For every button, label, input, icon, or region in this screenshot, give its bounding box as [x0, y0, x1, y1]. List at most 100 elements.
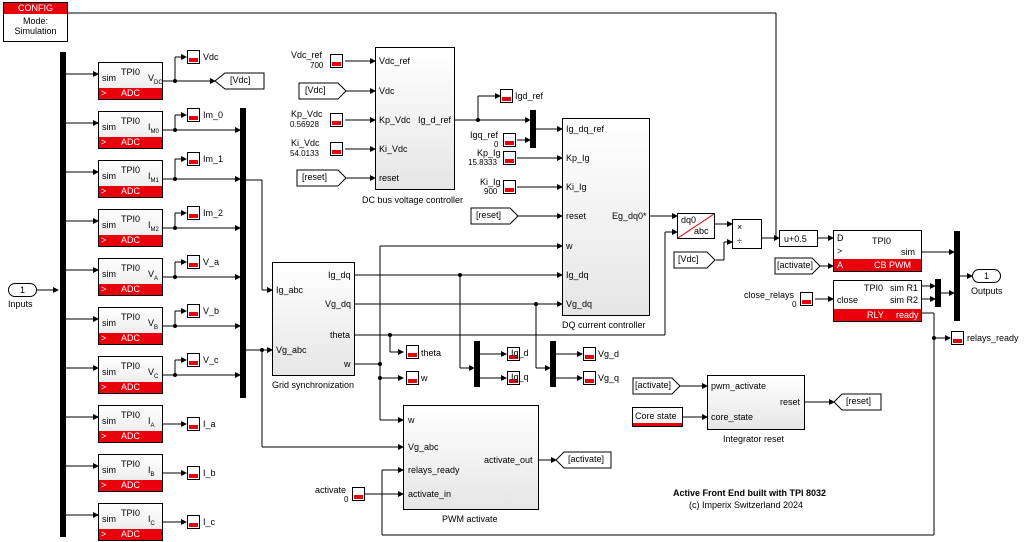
adc-var-label: IA	[148, 416, 155, 429]
from-activate-tag[interactable]	[774, 257, 822, 275]
igd-ref-probe[interactable]	[500, 89, 513, 103]
dq-in-ig-dq-ref: Ig_dq_ref	[566, 124, 605, 134]
adc-var-label: VC	[148, 367, 159, 380]
adc-probe[interactable]	[187, 466, 200, 480]
kp-ig-value: 15.8333	[468, 158, 497, 167]
goto-activate-tag[interactable]	[556, 451, 612, 469]
goto-reset-tag[interactable]	[834, 393, 882, 411]
adc-probe-label: I_a	[203, 419, 216, 429]
vdc-ref-constant[interactable]	[330, 54, 343, 68]
ig-dq-ref-mux[interactable]	[530, 110, 536, 148]
relay-block[interactable]: TPI0 sim R1 close sim R2 RLY ready	[833, 280, 922, 322]
adc-probe[interactable]	[187, 206, 200, 220]
input-bus-selector[interactable]	[60, 52, 66, 537]
ki-ig-label: Ki_Ig	[480, 177, 501, 187]
adc-probe[interactable]	[187, 108, 200, 122]
divide-block[interactable]: × ÷	[732, 219, 762, 249]
vg-dq-demux[interactable]	[550, 341, 556, 387]
dq-in-ki-ig: Ki_Ig	[566, 182, 587, 192]
from-vdc-tag-2[interactable]	[673, 251, 717, 269]
core-state-label: Core state	[635, 411, 677, 421]
bias-block[interactable]: u+0.5	[779, 230, 818, 247]
adc-probe[interactable]	[187, 152, 200, 166]
core-state-block[interactable]: Core state	[632, 407, 683, 427]
config-block[interactable]: CONFIG Mode: Simulation	[3, 2, 68, 42]
w-probe[interactable]	[406, 371, 419, 385]
adc-tpi-label: TPI0	[121, 165, 141, 175]
relay-tpi: TPI0	[864, 283, 884, 293]
from-reset-tag-2[interactable]	[470, 207, 520, 225]
adc-sim-label: sim	[102, 73, 116, 83]
vg-d-probe[interactable]	[583, 347, 596, 361]
adc-probe[interactable]	[187, 50, 200, 64]
from-reset-tag[interactable]	[296, 169, 348, 187]
relay-mux[interactable]	[935, 279, 941, 307]
kp-vdc-constant[interactable]	[330, 113, 343, 127]
adc-probe-label: Vdc	[203, 52, 219, 62]
ki-vdc-constant[interactable]	[330, 142, 343, 156]
dq-in-reset: reset	[566, 211, 587, 221]
from-vdc-tag[interactable]	[298, 82, 348, 100]
adc-sim-label: sim	[102, 514, 116, 524]
grid-synchronization-block[interactable]	[272, 262, 355, 376]
relays-ready-probe[interactable]	[951, 331, 964, 345]
adc-var-label: IM2	[148, 220, 159, 233]
output-bus-creator[interactable]	[954, 231, 960, 321]
adc-footer: ADC	[120, 529, 140, 539]
theta-probe[interactable]	[406, 345, 419, 359]
ig-d-probe[interactable]	[507, 347, 520, 361]
activate-constant[interactable]	[352, 487, 365, 501]
kp-vdc-label: Kp_Vdc	[291, 109, 323, 119]
measurement-bus-creator[interactable]	[240, 108, 246, 398]
grid-sync-in-ig-abc: Ig_abc	[276, 285, 304, 295]
igq-ref-constant[interactable]	[503, 133, 516, 147]
ig-dq-demux[interactable]	[474, 341, 480, 387]
adc-sim-label: sim	[102, 171, 116, 181]
adc-probe[interactable]	[187, 304, 200, 318]
dc-controller-title: DC bus voltage controller	[362, 195, 464, 205]
from-reset-label: [reset]	[302, 172, 328, 182]
integrator-reset-block[interactable]	[707, 375, 805, 430]
integrator-reset-title: Integrator reset	[723, 434, 785, 444]
from-activate-tag-2[interactable]	[632, 377, 682, 395]
inputs-port[interactable]: 1	[8, 283, 37, 297]
ig-q-probe[interactable]	[507, 371, 520, 385]
outputs-port[interactable]: 1	[972, 269, 1001, 283]
adc-probe[interactable]	[187, 353, 200, 367]
ki-ig-constant[interactable]	[503, 180, 516, 194]
pwm-activate-title: PWM activate	[442, 514, 498, 524]
cb-pwm-block[interactable]: D > TPI0 sim A CB PWM	[833, 230, 922, 272]
adc-probe[interactable]	[187, 255, 200, 269]
close-relays-label: close_relays	[744, 290, 795, 300]
adc-sim-label: sim	[102, 465, 116, 475]
kp-ig-constant[interactable]	[503, 151, 516, 165]
vg-d-probe-label: Vg_d	[598, 349, 620, 359]
config-mode-value: Simulation	[14, 26, 57, 36]
dq0-abc-transform-block[interactable]: dq0 abc	[677, 213, 715, 239]
goto-vdc-tag[interactable]	[215, 72, 265, 90]
grid-sync-in-vg-abc: Vg_abc	[276, 345, 307, 355]
dc-bus-voltage-controller-block[interactable]	[375, 47, 455, 190]
relay-close-port: close	[837, 295, 859, 305]
pwm-in-w: w	[408, 415, 415, 425]
vg-q-probe-label: Vg_q	[598, 373, 620, 383]
relay-ready-port: ready	[896, 310, 919, 320]
vg-q-probe[interactable]	[583, 371, 596, 385]
dq-current-controller-block[interactable]	[562, 118, 650, 316]
adc-probe[interactable]	[187, 417, 200, 431]
igq-ref-label: Igq_ref	[470, 130, 499, 140]
adc-probe[interactable]	[187, 515, 200, 529]
pwm-activate-block[interactable]	[403, 405, 539, 510]
close-relays-constant[interactable]	[800, 292, 813, 306]
